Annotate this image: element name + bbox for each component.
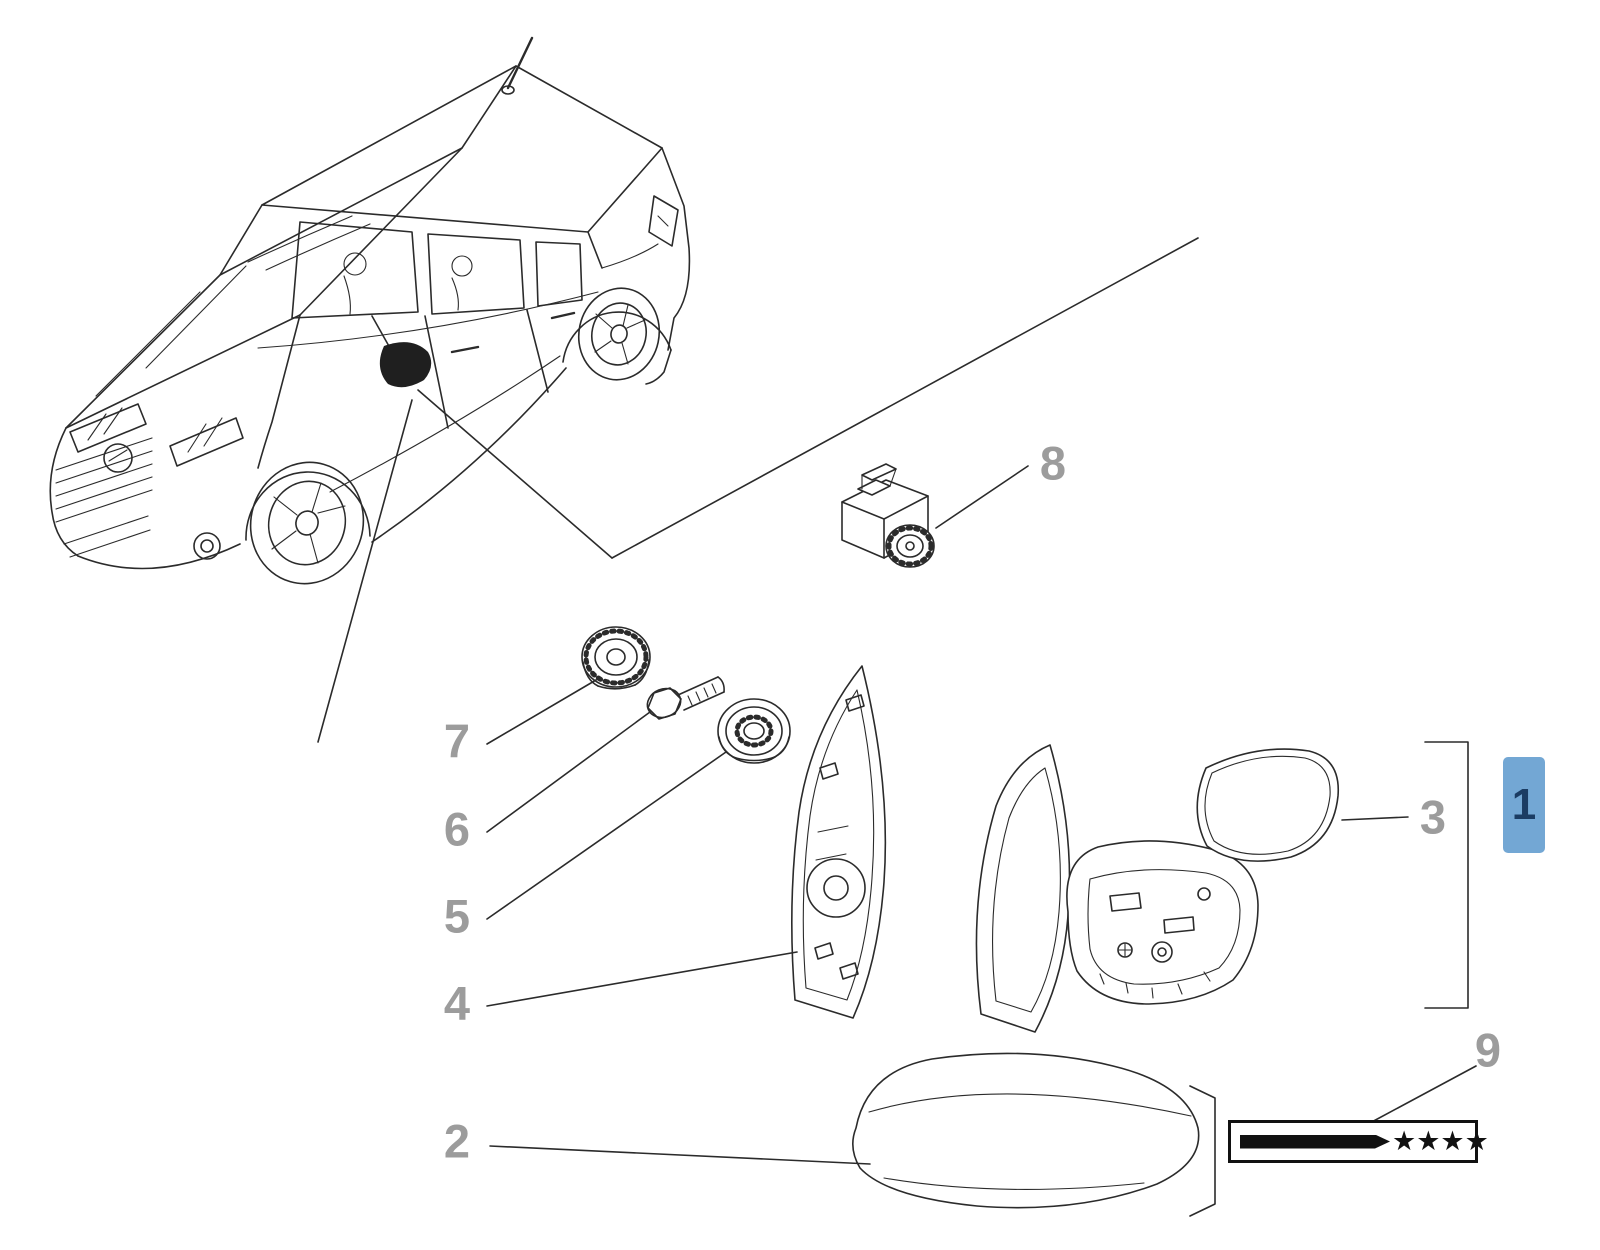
callout-9[interactable]: 9 <box>1474 1023 1502 1077</box>
callout-3[interactable]: 3 <box>1419 790 1447 844</box>
mirror-location-leader-lines <box>317 237 1199 743</box>
rating-label: ★★★★ <box>1228 1120 1489 1163</box>
group-bracket-part1 <box>1424 741 1469 1009</box>
part-bolt <box>646 676 725 720</box>
part-mirror-base-seal <box>975 744 1071 1033</box>
callout-4[interactable]: 4 <box>443 976 471 1030</box>
callout-leader-lines <box>486 465 1477 1165</box>
group-bracket-part9 <box>1189 1085 1216 1217</box>
callout-8[interactable]: 8 <box>1039 436 1067 490</box>
part-mirror-switch <box>841 463 935 568</box>
part-ring-nut <box>717 698 791 764</box>
part-mirror-cover <box>852 1052 1200 1209</box>
callout-5[interactable]: 5 <box>443 889 471 943</box>
part-mirror-glass <box>1196 748 1340 862</box>
part-inner-trim-panel <box>791 665 887 1019</box>
callout-7[interactable]: 7 <box>443 714 471 768</box>
part-mirror-housing <box>1066 840 1259 1005</box>
callout-1-selected[interactable]: 1 <box>1503 757 1545 853</box>
rating-bar-icon <box>1240 1134 1390 1149</box>
rating-stars: ★★★★ <box>1392 1126 1489 1156</box>
callout-6[interactable]: 6 <box>443 802 471 856</box>
door-mirror-highlighted <box>379 342 432 388</box>
callout-2[interactable]: 2 <box>443 1114 471 1168</box>
vehicle-illustration <box>49 36 691 585</box>
part-adjuster-cap <box>581 626 651 690</box>
